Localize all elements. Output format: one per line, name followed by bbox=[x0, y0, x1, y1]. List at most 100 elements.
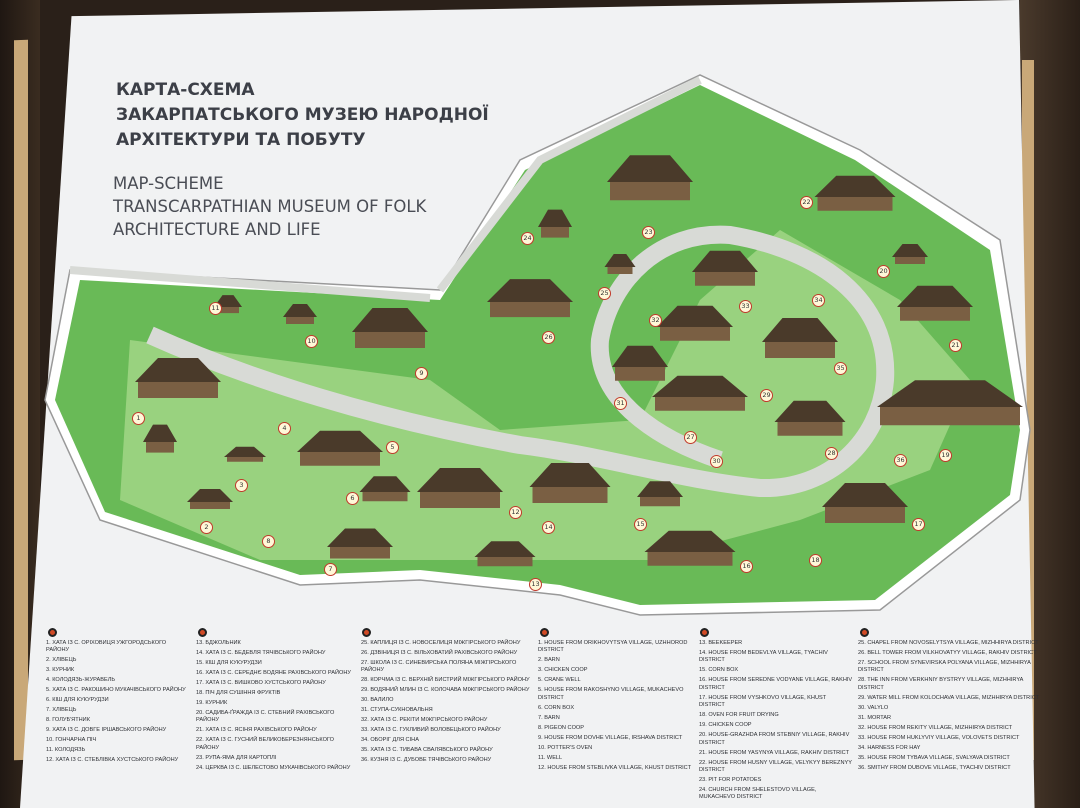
legend-item: 28. КОРЧМА ІЗ С. ВЕРХНІЙ БИСТРИЙ МІЖГІРС… bbox=[361, 677, 530, 684]
building-roof bbox=[877, 380, 1023, 407]
legend-item: 16. ХАТА ІЗ С. СЕРЕДНЄ ВОДЯНЕ РАХІВСЬКОГ… bbox=[196, 670, 351, 676]
map-number-marker: 31 bbox=[614, 397, 627, 410]
legend-item: 10. POTTER'S OVEN bbox=[538, 744, 593, 751]
building-roof bbox=[297, 430, 383, 452]
legend-item: 13. BEEKEEPER bbox=[699, 640, 743, 646]
legend-item: 30. ВАЛИЛО bbox=[361, 697, 394, 704]
main-road bbox=[146, 225, 895, 498]
building-wall bbox=[362, 490, 408, 502]
legend-item: 7. ХЛІВЕЦЬ bbox=[46, 707, 77, 714]
building-roof bbox=[657, 305, 733, 327]
legend-item: 34. HARNESS FOR HAY bbox=[858, 744, 921, 751]
legend-item: 31. MORTAR bbox=[858, 714, 892, 721]
building-wall bbox=[607, 265, 633, 274]
legend-column: 25. КАПЛИЦЯ ІЗ С. НОВОСЕЛИЦЯ МІЖГІРСЬКОГ… bbox=[361, 640, 533, 767]
building-roof bbox=[762, 318, 838, 342]
legend-column: 25. CHAPEL FROM NOVOSELYTSYA VILLAGE, MI… bbox=[858, 640, 1044, 775]
legend-item: 2. ХЛІВЕЦЬ bbox=[46, 657, 77, 664]
legend-item: 19. КУРНИК bbox=[196, 700, 228, 706]
legend-item: 3. CHICKEN COOP bbox=[538, 667, 588, 674]
legend-bullet-icon bbox=[540, 628, 549, 637]
legend-column: 1. ХАТА ІЗ С. ОРІХОВИЦЯ УЖГОРОДСЬКОГО РА… bbox=[46, 640, 190, 767]
map-number-marker: 18 bbox=[809, 554, 822, 567]
buildings-layer bbox=[135, 155, 1023, 567]
building-wall bbox=[900, 305, 970, 321]
legend-item: 18. ПІЧ ДЛЯ СУШІННЯ ФРУКТІВ bbox=[196, 690, 281, 696]
legend-item: 5. ХАТА ІЗ С. РАКОШИНО МУКАЧІВСЬКОГО РАЙ… bbox=[46, 687, 186, 694]
map-number-marker: 4 bbox=[278, 422, 291, 435]
building-wall bbox=[477, 555, 533, 567]
legend-item: 24. CHURCH FROM SHELESTOVO VILLAGE, MUKA… bbox=[699, 787, 817, 801]
legend-column: 1. HOUSE FROM ORIKHOVYTSYA VILLAGE, UZHH… bbox=[538, 640, 694, 775]
legend-item: 11. WELL bbox=[538, 754, 563, 761]
map-number-marker: 27 bbox=[684, 431, 697, 444]
title-ua-line: КАРТА-СХЕМА bbox=[116, 80, 255, 100]
map-number-marker: 35 bbox=[834, 362, 847, 375]
path-left bbox=[69, 266, 431, 302]
building-roof bbox=[897, 285, 973, 307]
legend-item: 22. HOUSE FROM HUSNY VILLAGE, VELYKYY BE… bbox=[699, 759, 852, 774]
legend-item: 6. КІШ ДЛЯ КУКУРУДЗИ bbox=[46, 697, 109, 704]
title-en-line: MAP-SCHEME bbox=[113, 174, 224, 193]
legend-item: 20. HOUSE-GRAZHDA FROM STEBNIY VILLAGE, … bbox=[699, 732, 850, 746]
building-wall bbox=[300, 450, 380, 466]
legend-item: 15. CORN BOX bbox=[699, 667, 739, 674]
building-roof bbox=[327, 528, 393, 547]
building-wall bbox=[355, 330, 425, 348]
map-number-marker: 13 bbox=[529, 578, 542, 591]
building-wall bbox=[817, 195, 893, 211]
legend-item: 4. КОЛОДЯЗЬ-ЖУРАВЕЛЬ bbox=[46, 677, 116, 684]
legend-item: 31. СТУПА-СУКНОВАЛЬНЯ bbox=[361, 707, 433, 714]
map-number-marker: 33 bbox=[739, 300, 752, 313]
building-wall bbox=[880, 405, 1020, 426]
map-number-marker: 9 bbox=[415, 367, 428, 380]
building-wall bbox=[640, 495, 680, 507]
legend-item: 3. КУРНИК bbox=[46, 667, 75, 674]
legend-item: 33. ХАТА ІЗ С. ГУКЛИВИЙ ВОЛОВЕЦЬКОГО РАЙ… bbox=[361, 727, 501, 734]
legend-item: 16. HOUSE FROM SEREDNE VODYANE VILLAGE, … bbox=[699, 677, 853, 691]
legend-bullet-icon bbox=[700, 628, 709, 637]
building-roof bbox=[135, 358, 221, 382]
building-wall bbox=[660, 325, 730, 341]
map-number-marker: 36 bbox=[894, 454, 907, 467]
legend-item: 21. ХАТА ІЗ С. ЯСІНЯ РАХІВСЬКОГО РАЙОНУ bbox=[196, 727, 317, 734]
legend-item: 23. PIT FOR POTATOES bbox=[699, 777, 762, 784]
building-roof bbox=[814, 175, 896, 197]
legend-item: 10. ГОНЧАРНА ПІЧ bbox=[46, 737, 97, 744]
building-roof bbox=[529, 463, 611, 487]
legend-item: 19. CHICKEN COOP bbox=[699, 722, 752, 729]
building-wall bbox=[610, 180, 690, 201]
path-top bbox=[436, 76, 702, 293]
building-roof bbox=[359, 476, 411, 492]
legend-item: 5. CRANE WELL bbox=[538, 677, 581, 684]
building-roof bbox=[607, 155, 693, 182]
legend-item: 12. HOUSE FROM STEBLIVKA VILLAGE, KHUST … bbox=[538, 764, 692, 771]
map-number-marker: 10 bbox=[305, 335, 318, 348]
building-roof bbox=[283, 304, 317, 317]
legend-item: 36. КУЗНЯ ІЗ С. ДУБОВЕ ТЯЧІВСЬКОГО РАЙОН… bbox=[361, 757, 492, 764]
legend-item: 22. ХАТА ІЗ С. ГУСНИЙ ВЕЛИКОБЕРЕЗНЯНСЬКО… bbox=[196, 737, 335, 751]
legend-item: 7. BARN bbox=[538, 714, 560, 721]
map-number-marker: 16 bbox=[740, 560, 753, 573]
building-wall bbox=[541, 225, 569, 238]
building-roof bbox=[822, 483, 908, 507]
building-wall bbox=[695, 270, 755, 286]
legend-item: 1. HOUSE FROM ORIKHOVYTSYA VILLAGE, UZHH… bbox=[538, 640, 688, 654]
map-number-marker: 28 bbox=[825, 447, 838, 460]
building-wall bbox=[895, 255, 925, 264]
legend-item: 2. BARN bbox=[538, 657, 560, 664]
map-number-marker: 20 bbox=[877, 265, 890, 278]
building-roof bbox=[604, 254, 636, 267]
building-wall bbox=[532, 485, 608, 503]
map-number-marker: 14 bbox=[542, 521, 555, 534]
legend-item: 32. HOUSE FROM REKITY VILLAGE, MIZHHIRYA… bbox=[858, 724, 1013, 731]
legend-item: 15. КІШ ДЛЯ КУКУРУДЗИ bbox=[196, 660, 262, 666]
building-roof bbox=[143, 424, 177, 442]
legend-item: 29. ВОДЯНИЙ МЛИН ІЗ С. КОЛОЧАВА МІЖГІРСЬ… bbox=[361, 687, 530, 694]
building-wall bbox=[777, 420, 843, 436]
building-roof bbox=[652, 375, 748, 397]
building-wall bbox=[420, 490, 500, 508]
legend-item: 12. ХАТА ІЗ С. СТЕБЛІВКА ХУСТСЬКОГО РАЙО… bbox=[46, 757, 179, 764]
map-number-marker: 6 bbox=[346, 492, 359, 505]
